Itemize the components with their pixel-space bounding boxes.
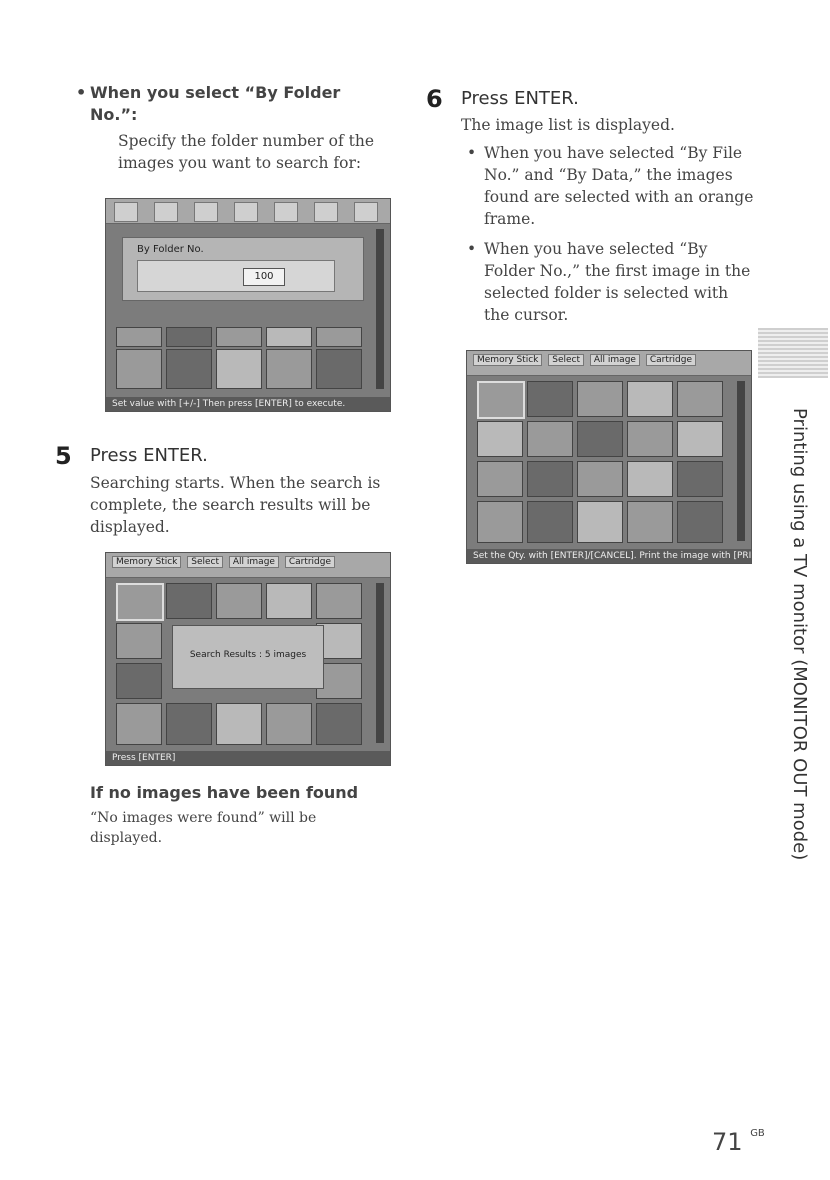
- bullet-dot: •: [467, 240, 477, 258]
- tab-cartridge[interactable]: Cartridge: [645, 354, 697, 366]
- tab-all-image[interactable]: All image: [228, 556, 279, 568]
- thumbnail: [477, 421, 523, 457]
- scrollbar[interactable]: [737, 381, 745, 541]
- thumbnail: [166, 583, 212, 619]
- thumbnail: [266, 327, 312, 347]
- thumbnail: [627, 381, 673, 417]
- side-tab-marker: [758, 328, 828, 378]
- thumbnail: [316, 583, 362, 619]
- thumbnail: [627, 461, 673, 497]
- status-bar: Set value with [+/-] Then press [ENTER] …: [106, 397, 390, 411]
- thumbnail: [677, 501, 723, 543]
- section-text: “No images were found” will be displayed…: [90, 810, 317, 846]
- screenshot-image-list: Memory Stick Select All image Cartridge …: [466, 350, 752, 564]
- thumbnail: [527, 461, 573, 497]
- screenshot-folder-search: By Folder No. 100 Set value with [+/-] T…: [105, 198, 391, 412]
- screenshot-search-results: Memory Stick Select All image Cartridge …: [105, 552, 391, 766]
- tab-bar: Memory Stick Select All image Cartridge: [106, 553, 390, 578]
- image-icon: [194, 202, 218, 222]
- side-chapter-label: Printing using a TV monitor (MONITOR OUT…: [789, 408, 810, 861]
- thumbnail: [166, 327, 212, 347]
- status-bar: Set the Qty. with [ENTER]/[CANCEL]. Prin…: [467, 549, 751, 563]
- bullet-text: When you have selected “By File No.” and…: [484, 144, 754, 228]
- thumbnail: [266, 583, 312, 619]
- thumbnail: [266, 703, 312, 745]
- dialog-label: By Folder No.: [137, 244, 204, 255]
- thumbnail: [677, 381, 723, 417]
- step-number: 5: [55, 442, 72, 470]
- tab-memory-stick[interactable]: Memory Stick: [112, 556, 182, 568]
- thumbnail: [477, 461, 523, 497]
- trash-icon: [314, 202, 338, 222]
- thumbnail: [316, 703, 362, 745]
- edit-icon: [114, 202, 138, 222]
- thumbnail: [527, 421, 573, 457]
- thumbnail: [166, 349, 212, 389]
- thumbnail: [527, 381, 573, 417]
- thumbnail: [116, 583, 164, 621]
- thumbnail: [577, 461, 623, 497]
- thumbnail: [627, 501, 673, 543]
- scrollbar[interactable]: [376, 583, 384, 743]
- search-results-popup: Search Results : 5 images: [172, 625, 324, 689]
- bullet-dot: •: [467, 144, 477, 162]
- page-number-value: 71: [712, 1128, 743, 1156]
- thumbnail: [266, 349, 312, 389]
- thumbnail: [116, 623, 162, 659]
- thumbnail: [677, 421, 723, 457]
- thumbnail: [316, 327, 362, 347]
- step-text: The image list is displayed.: [461, 116, 675, 134]
- step-text: Searching starts. When the search is com…: [90, 474, 381, 536]
- toolbar: [106, 199, 390, 224]
- thumbnail: [116, 663, 162, 699]
- bullet-text: When you have selected “By Folder No.,” …: [484, 240, 751, 324]
- bullet-heading-text: When you select “By Folder No.”:: [90, 83, 341, 124]
- thumbnail: [316, 349, 362, 389]
- thumbnail: [677, 461, 723, 497]
- tab-all-image[interactable]: All image: [589, 354, 640, 366]
- thumbnail: [527, 501, 573, 543]
- thumbnail: [577, 501, 623, 543]
- tab-bar: Memory Stick Select All image Cartridge: [467, 351, 751, 376]
- brush-icon: [154, 202, 178, 222]
- search-dialog: By Folder No. 100: [122, 237, 364, 301]
- tab-select[interactable]: Select: [187, 556, 224, 568]
- thumbnail: [216, 583, 262, 619]
- bullet-dot: •: [76, 83, 87, 102]
- page-number: 71 GB: [712, 1128, 765, 1156]
- tab-memory-stick[interactable]: Memory Stick: [473, 354, 543, 366]
- thumbnail: [627, 421, 673, 457]
- thumbnail: [216, 327, 262, 347]
- section-heading: If no images have been found: [90, 783, 359, 802]
- bullet-text: Specify the folder number of the images …: [118, 132, 375, 172]
- print-icon: [274, 202, 298, 222]
- step-title: Press ENTER.: [461, 88, 579, 109]
- bullet-heading: • When you select “By Folder No.”:: [76, 82, 380, 126]
- step-number: 6: [426, 85, 443, 113]
- step-title: Press ENTER.: [90, 445, 208, 466]
- folder-field: [137, 260, 335, 292]
- page-number-suffix: GB: [750, 1128, 765, 1139]
- tab-select[interactable]: Select: [548, 354, 585, 366]
- status-bar: Press [ENTER]: [106, 751, 390, 765]
- bullet-item: • When you have selected “By Folder No.,…: [467, 238, 756, 326]
- bullet-item: • When you have selected “By File No.” a…: [467, 142, 756, 230]
- thumbnail: [116, 327, 162, 347]
- thumbnail: [216, 349, 262, 389]
- thumbnail: [116, 703, 162, 745]
- thumbnail: [216, 703, 262, 745]
- thumbnail: [166, 703, 212, 745]
- thumbnail: [477, 381, 525, 419]
- tab-cartridge[interactable]: Cartridge: [284, 556, 336, 568]
- thumbnail: [577, 421, 623, 457]
- popup-text: Search Results : 5 images: [189, 650, 307, 660]
- scrollbar[interactable]: [376, 229, 384, 389]
- search-icon: [354, 202, 378, 222]
- settings-icon: [234, 202, 258, 222]
- thumbnail: [116, 349, 162, 389]
- thumbnail: [477, 501, 523, 543]
- folder-number-input[interactable]: 100: [243, 268, 285, 286]
- thumbnail: [577, 381, 623, 417]
